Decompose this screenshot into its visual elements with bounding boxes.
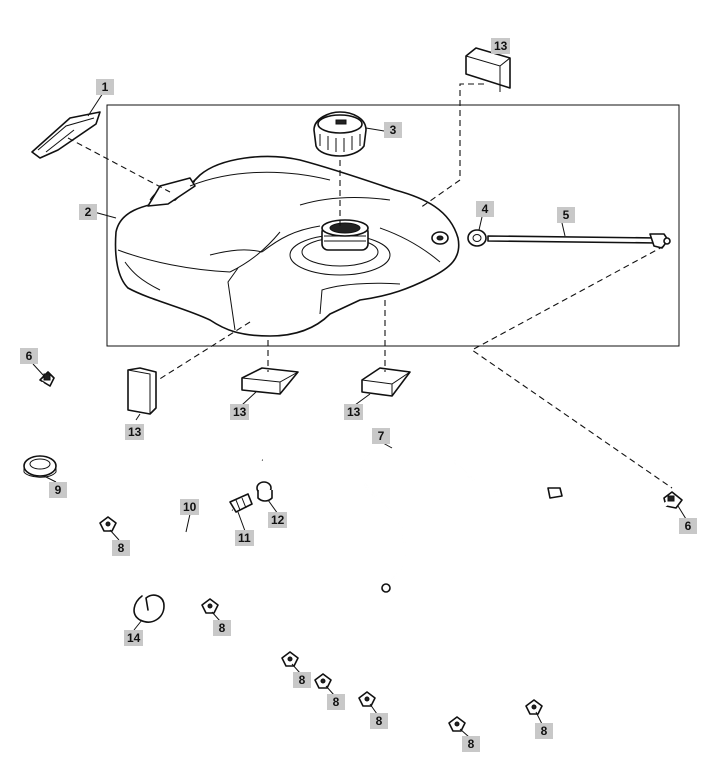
part-9-hose-clamp [23,455,57,478]
part-1-bracket [31,111,101,159]
part-3-fuel-cap [313,111,367,157]
callout-1: 1 [96,79,114,95]
part-5-vent-tube [487,233,671,249]
part-14-wire-clip [133,594,165,623]
part-2-fuel-tank [114,155,460,337]
callout-3: 3 [384,122,402,138]
callout-14: 14 [124,630,144,646]
part-8-clips [99,516,543,732]
part-10-fuel-hose [24,382,668,723]
callout-leaders [32,92,687,738]
part-13-pads [127,47,511,415]
part-11-elbow-hose [212,455,263,513]
callout-5: 5 [557,207,575,223]
part-6-fittings [39,371,683,509]
callout-10: 10 [180,499,200,515]
callout-9: 9 [49,482,67,498]
callout-8-f: 8 [462,736,480,752]
callout-6-right: 6 [679,518,697,534]
callout-8-a: 8 [112,540,130,556]
part-7-fuel-line [359,435,563,593]
callout-13-top: 13 [491,38,511,54]
callout-13-left: 13 [125,424,145,440]
callout-8-d: 8 [327,694,345,710]
callout-6-left: 6 [20,348,38,364]
callout-8-c: 8 [293,672,311,688]
callout-11: 11 [235,530,254,546]
tank-assembly-frame [106,104,680,347]
callout-13-right: 13 [344,404,364,420]
callout-8-g: 8 [535,723,553,739]
dashed-reference-lines [67,83,673,489]
callout-13-mid: 13 [230,404,250,420]
part-4-grommet [467,229,487,247]
callout-12: 12 [268,512,288,528]
callout-2: 2 [79,204,97,220]
part-12-plug [256,481,273,502]
callout-4: 4 [476,201,494,217]
callout-8-b: 8 [213,620,231,636]
callout-8-e: 8 [370,713,388,729]
callout-7: 7 [372,428,390,444]
